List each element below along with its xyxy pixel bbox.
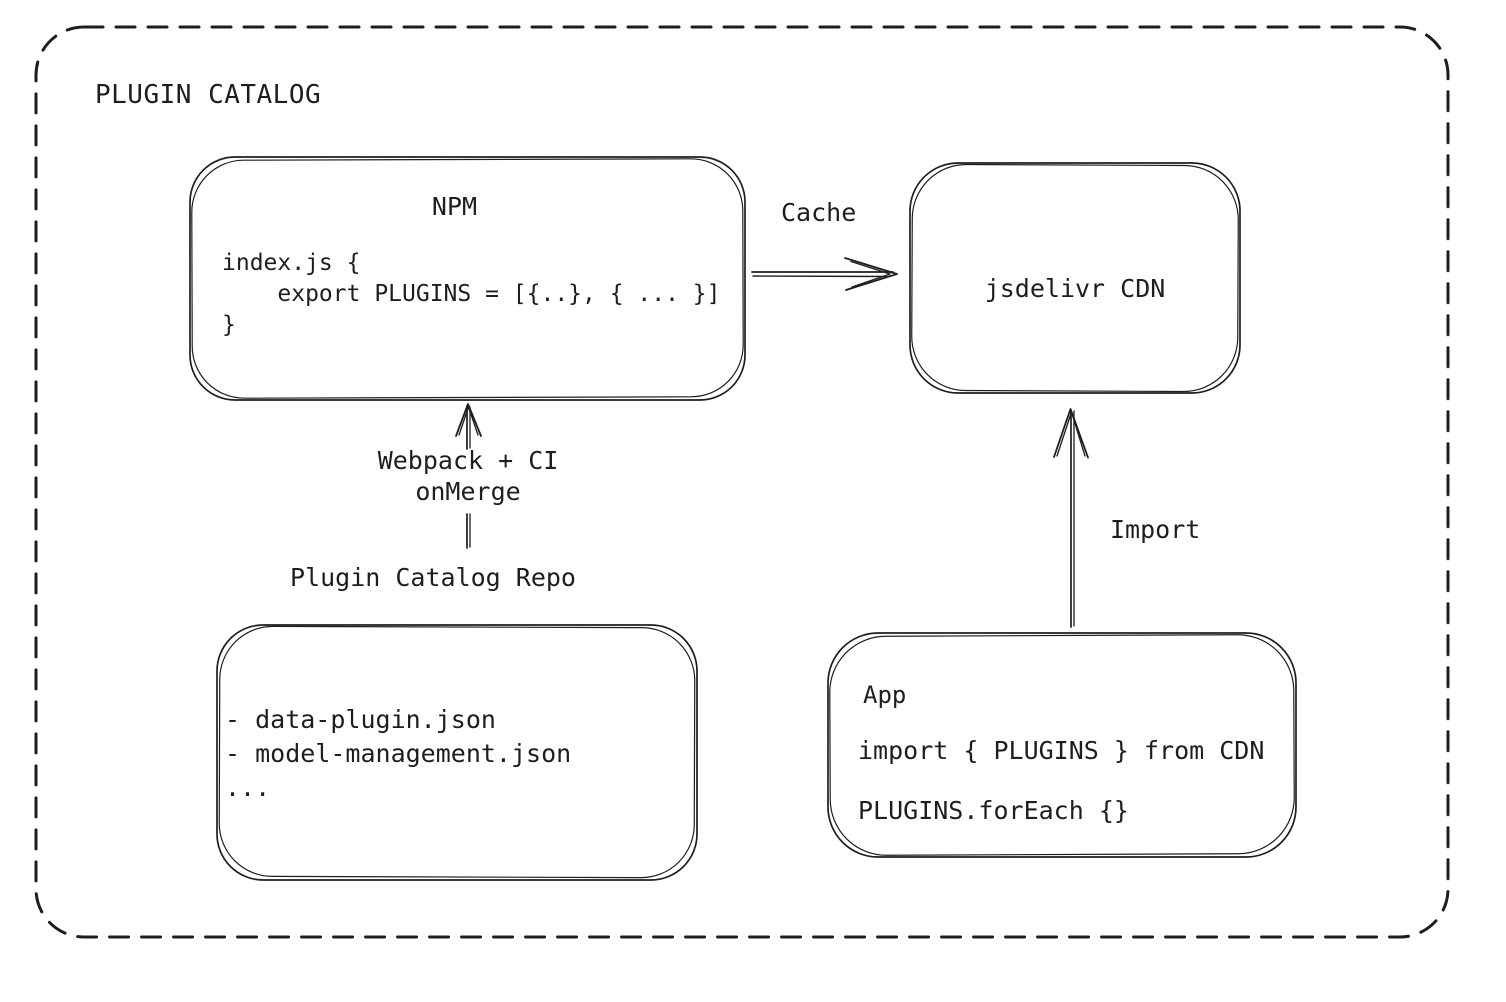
- cache-edge-label: Cache: [781, 198, 857, 227]
- repo-node-label: Plugin Catalog Repo: [290, 563, 576, 592]
- cache-arrow: [751, 257, 898, 291]
- npm-node-code: index.js { export PLUGINS = [{..}, { ...…: [222, 250, 721, 338]
- node-app-box: [827, 632, 1297, 858]
- cdn-node-label: jsdelivr CDN: [984, 274, 1166, 303]
- app-node-import-line: import { PLUGINS } from CDN: [858, 736, 1265, 765]
- diagram-title: PLUGIN CATALOG: [95, 80, 322, 110]
- node-npm-box: [189, 156, 746, 401]
- plugin-catalog-boundary: [34, 25, 1450, 939]
- build-edge-label: Webpack + CI onMerge: [377, 446, 559, 506]
- import-arrow: [1053, 408, 1089, 628]
- build-arrow: [455, 403, 482, 549]
- app-node-foreach-line: PLUGINS.forEach {}: [858, 796, 1129, 825]
- node-cdn-box: [909, 162, 1241, 394]
- npm-node-title: NPM: [431, 192, 478, 221]
- repo-node-file-list: - data-plugin.json - model-management.js…: [225, 705, 572, 802]
- app-node-title: App: [863, 681, 907, 709]
- import-edge-label: Import: [1110, 515, 1201, 544]
- node-repo-box: [216, 624, 698, 881]
